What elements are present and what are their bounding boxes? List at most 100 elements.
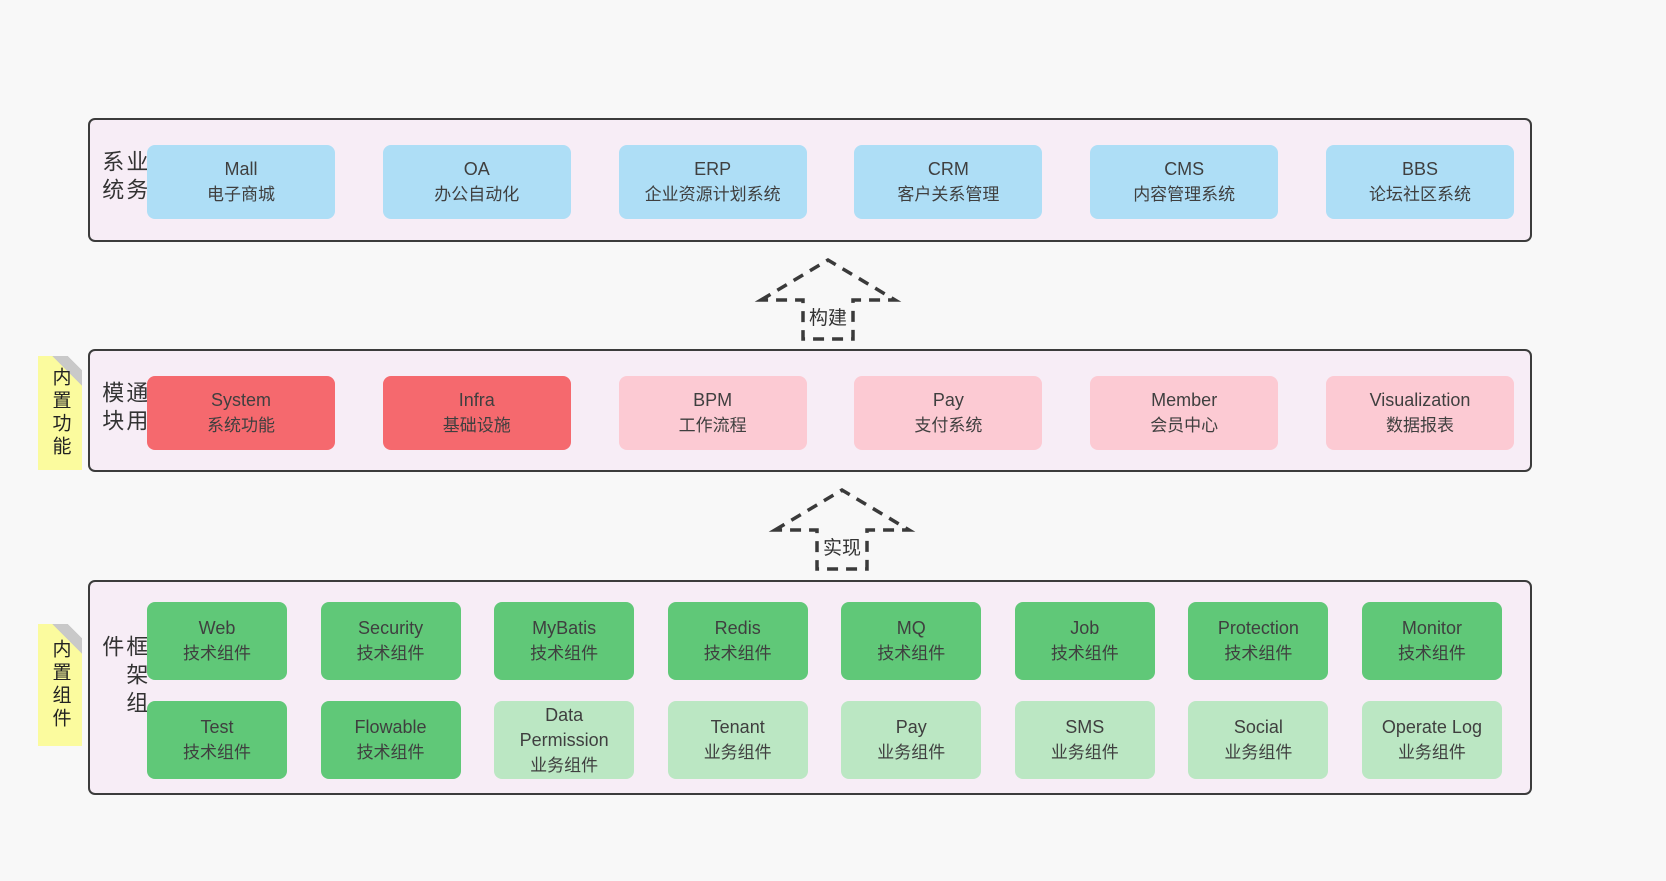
box-mall: Mall 电子商城 — [147, 145, 335, 219]
box-pay-component: Pay 业务组件 — [841, 701, 982, 779]
box-bbs-desc: 论坛社区系统 — [1368, 185, 1471, 204]
box-web-name: Web — [198, 618, 236, 638]
box-social-desc: 业务组件 — [1224, 743, 1293, 762]
box-system-desc: 系统功能 — [207, 416, 275, 435]
box-data-permission-desc: 业务组件 — [530, 755, 599, 775]
box-redis-name: Redis — [714, 618, 761, 638]
box-mall-desc: 电子商城 — [207, 185, 275, 204]
framework-components-row-1: Web 技术组件 Security 技术组件 MyBatis 技术组件 Redi… — [147, 602, 1502, 680]
box-erp-name: ERP — [694, 159, 732, 179]
build-arrow-label: 构建 — [805, 307, 851, 331]
box-flowable: Flowable 技术组件 — [320, 701, 461, 779]
box-protection-desc: 技术组件 — [1224, 644, 1293, 663]
business-systems-row: Mall 电子商城 OA 办公自动化 ERP 企业资源计划系统 CRM 客户关系… — [147, 145, 1514, 219]
box-erp: ERP 企业资源计划系统 — [618, 145, 807, 219]
box-system: System 系统功能 — [147, 376, 335, 450]
box-mybatis-desc: 技术组件 — [530, 644, 599, 663]
box-flowable-desc: 技术组件 — [356, 743, 425, 762]
box-social-name: Social — [1233, 717, 1283, 737]
box-system-name: System — [210, 390, 271, 410]
box-protection: Protection 技术组件 — [1188, 602, 1329, 680]
box-test-desc: 技术组件 — [183, 743, 251, 762]
implement-arrow-label: 实现 — [819, 537, 865, 561]
box-social: Social 业务组件 — [1188, 701, 1329, 779]
box-job-desc: 技术组件 — [1050, 644, 1119, 663]
box-cms: CMS 内容管理系统 — [1090, 145, 1279, 219]
box-tenant: Tenant 业务组件 — [667, 701, 808, 779]
box-cms-name: CMS — [1164, 159, 1205, 179]
box-mq-name: MQ — [896, 618, 926, 638]
box-oa: OA 办公自动化 — [382, 145, 571, 219]
box-tenant-desc: 业务组件 — [703, 743, 772, 762]
box-pay-component-desc: 业务组件 — [877, 743, 946, 762]
box-monitor: Monitor 技术组件 — [1361, 602, 1502, 680]
box-pay-module-desc: 支付系统 — [914, 416, 983, 435]
box-mq-desc: 技术组件 — [877, 644, 946, 663]
implement-arrow-icon: 实现 — [767, 486, 917, 572]
panel-common-modules: 通用模块 System 系统功能 Infra 基础设施 BPM 工作流程 Pay… — [88, 349, 1532, 472]
box-bbs: BBS 论坛社区系统 — [1325, 145, 1514, 219]
box-infra-desc: 基础设施 — [442, 416, 511, 435]
box-member: Member 会员中心 — [1090, 376, 1279, 450]
box-bpm-name: BPM — [693, 390, 733, 410]
box-sms-desc: 业务组件 — [1050, 743, 1119, 762]
box-data-permission-name: Data Permission — [519, 704, 609, 750]
box-crm-desc: 客户关系管理 — [897, 185, 1000, 204]
sticky-built-in-components-label: 内置组件 — [49, 639, 71, 731]
box-test: Test 技术组件 — [147, 701, 287, 779]
box-redis: Redis 技术组件 — [667, 602, 808, 680]
box-test-name: Test — [200, 717, 234, 737]
panel-common-modules-label: 通用模块 — [99, 380, 149, 437]
box-sms: SMS 业务组件 — [1014, 701, 1155, 779]
box-crm: CRM 客户关系管理 — [854, 145, 1043, 219]
box-visualization-desc: 数据报表 — [1385, 416, 1454, 435]
box-member-name: Member — [1151, 390, 1218, 410]
box-member-desc: 会员中心 — [1150, 416, 1219, 435]
box-sms-name: SMS — [1065, 717, 1105, 737]
box-web: Web 技术组件 — [147, 602, 287, 680]
panel-framework-components: 框架组件 Web 技术组件 Security 技术组件 MyBatis 技术组件… — [88, 580, 1532, 795]
box-oa-desc: 办公自动化 — [434, 185, 520, 204]
box-security: Security 技术组件 — [320, 602, 461, 680]
box-flowable-name: Flowable — [354, 717, 427, 737]
box-pay-component-name: Pay — [895, 717, 927, 737]
box-erp-desc: 企业资源计划系统 — [644, 185, 781, 204]
box-protection-name: Protection — [1217, 618, 1299, 638]
sticky-built-in-components: 内置组件 — [38, 624, 82, 746]
sticky-built-in-features-label: 内置功能 — [49, 367, 71, 459]
box-infra: Infra 基础设施 — [382, 376, 571, 450]
box-job: Job 技术组件 — [1014, 602, 1155, 680]
build-arrow-icon: 构建 — [753, 256, 903, 342]
box-monitor-desc: 技术组件 — [1397, 644, 1466, 663]
box-tenant-name: Tenant — [710, 717, 765, 737]
box-crm-name: CRM — [927, 159, 969, 179]
box-cms-desc: 内容管理系统 — [1133, 185, 1236, 204]
panel-business-systems-label: 业务系统 — [99, 150, 149, 206]
box-pay-module-name: Pay — [932, 390, 964, 410]
box-operate-log-desc: 业务组件 — [1397, 743, 1466, 762]
box-mq: MQ 技术组件 — [841, 602, 982, 680]
panel-framework-components-label: 框架组件 — [99, 634, 149, 719]
framework-components-row-2: Test 技术组件 Flowable 技术组件 Data Permission … — [147, 701, 1502, 779]
box-mybatis: MyBatis 技术组件 — [494, 602, 635, 680]
box-operate-log-name: Operate Log — [1381, 717, 1482, 737]
box-web-desc: 技术组件 — [183, 644, 251, 663]
box-redis-desc: 技术组件 — [703, 644, 772, 663]
box-mall-name: Mall — [224, 159, 258, 179]
box-data-permission: Data Permission 业务组件 — [494, 701, 635, 779]
box-pay-module: Pay 支付系统 — [854, 376, 1043, 450]
box-oa-name: OA — [463, 159, 490, 179]
panel-business-systems: 业务系统 Mall 电子商城 OA 办公自动化 ERP 企业资源计划系统 CRM… — [88, 118, 1532, 242]
common-modules-row: System 系统功能 Infra 基础设施 BPM 工作流程 Pay 支付系统… — [147, 376, 1514, 450]
box-bpm-desc: 工作流程 — [678, 416, 747, 435]
box-operate-log: Operate Log 业务组件 — [1361, 701, 1502, 779]
box-bbs-name: BBS — [1401, 159, 1438, 179]
box-mybatis-name: MyBatis — [532, 618, 597, 638]
box-security-desc: 技术组件 — [356, 644, 425, 663]
box-infra-name: Infra — [458, 390, 495, 410]
box-visualization: Visualization 数据报表 — [1325, 376, 1514, 450]
box-monitor-name: Monitor — [1401, 618, 1462, 638]
box-job-name: Job — [1070, 618, 1100, 638]
box-visualization-name: Visualization — [1369, 390, 1471, 410]
